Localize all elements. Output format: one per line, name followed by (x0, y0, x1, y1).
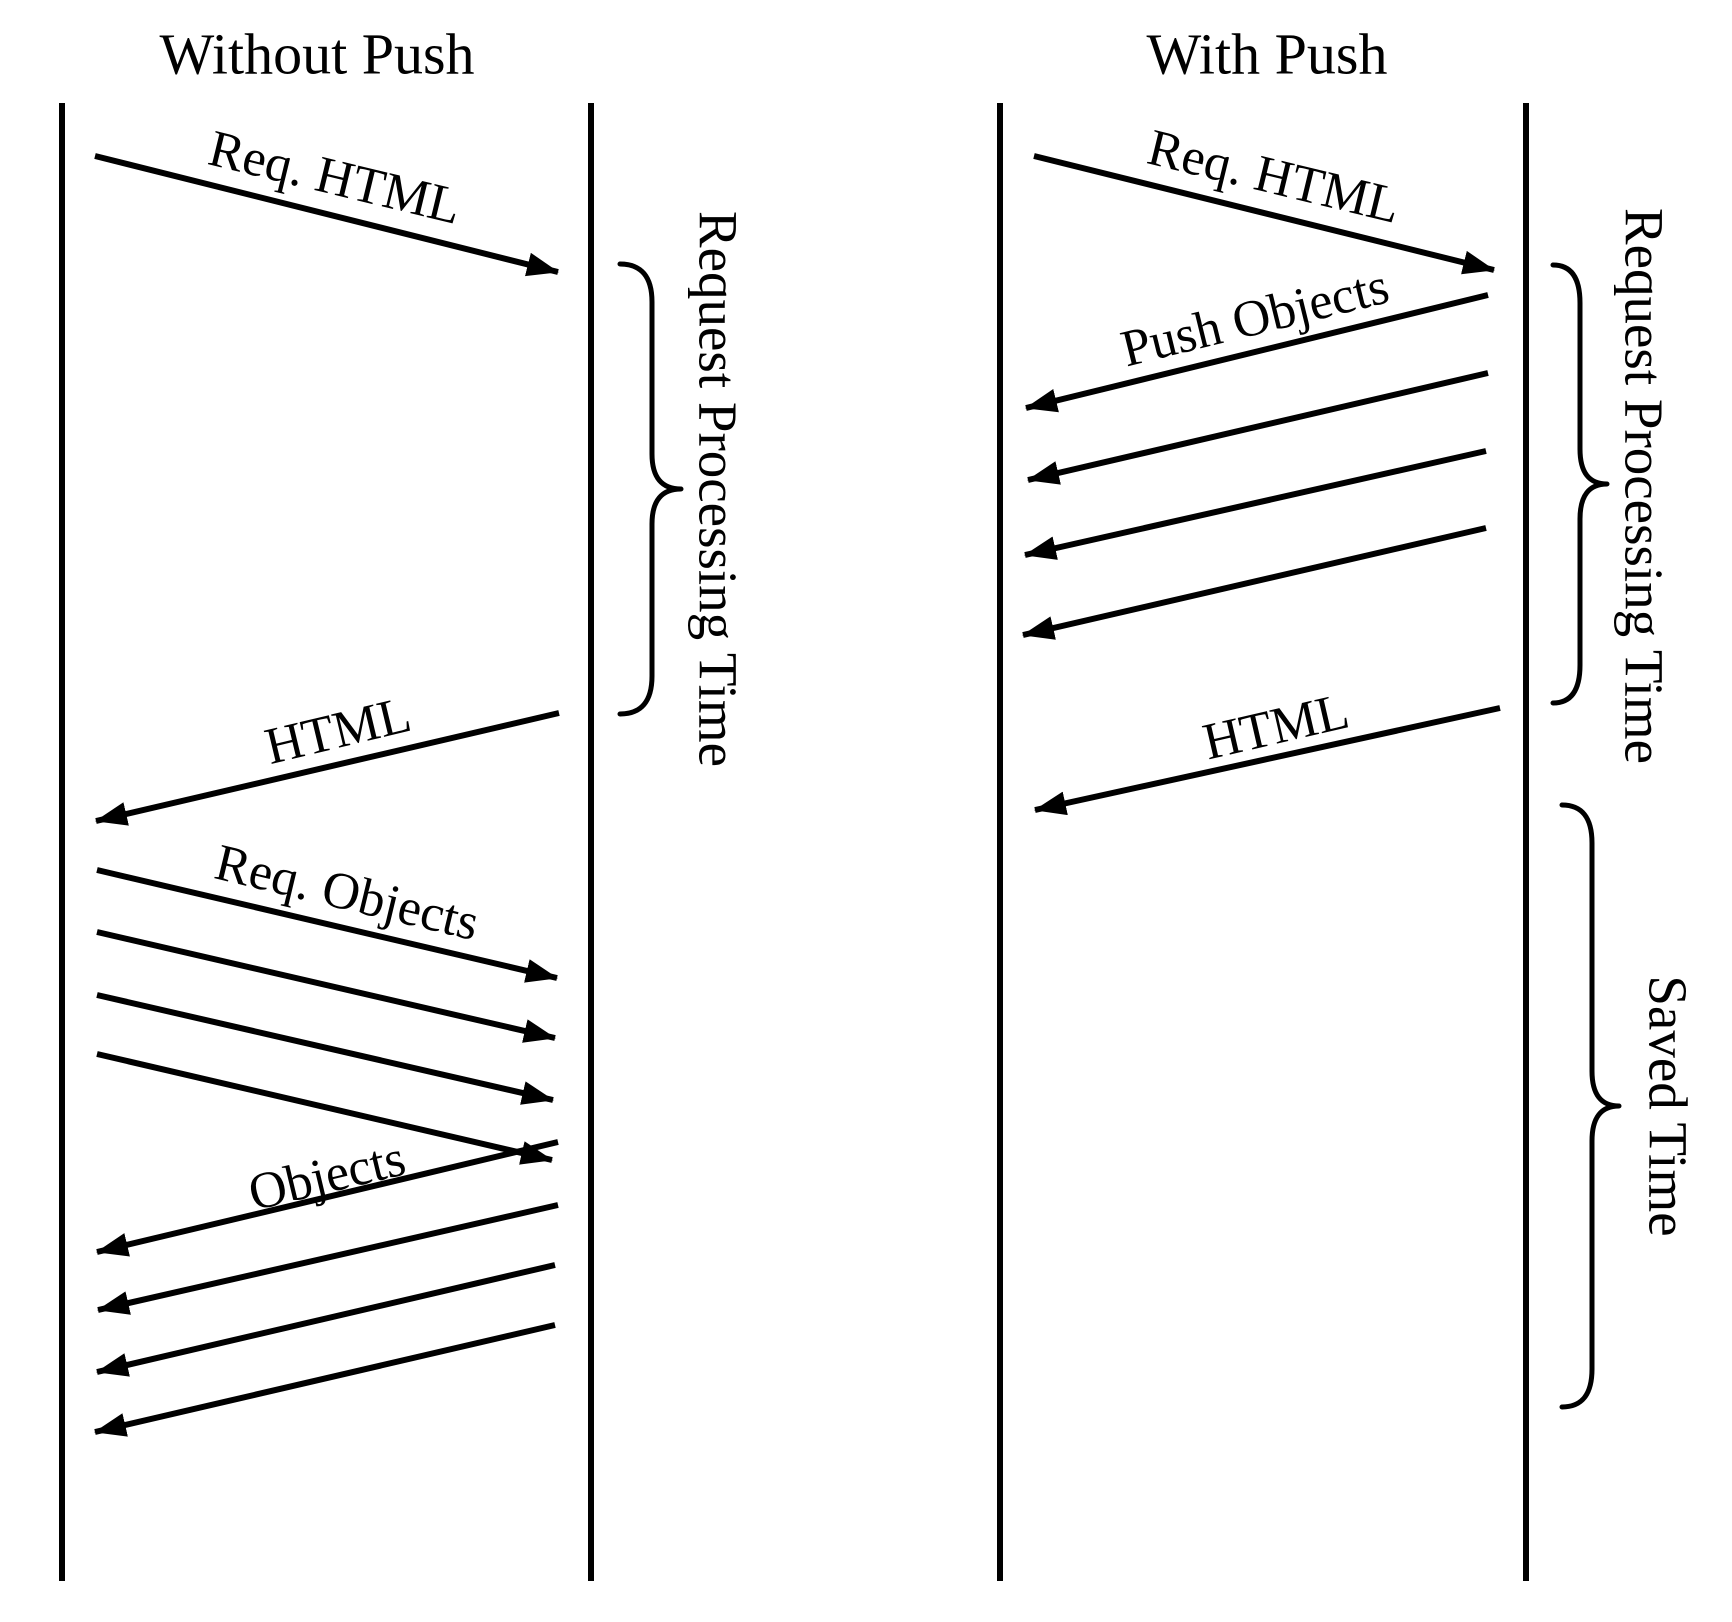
push-object-arrow-3 (1024, 448, 1487, 560)
left-request-processing-brace (617, 261, 684, 717)
left-req-object-arrow-1 (96, 867, 558, 983)
saved-time-label: Saved Time (1638, 975, 1699, 1236)
right-html-arrow (1034, 705, 1501, 816)
left-object-arrow-1 (96, 1139, 559, 1257)
right-req-html-arrow (1033, 153, 1495, 275)
right-request-processing-brace (1550, 262, 1610, 706)
left-panel-title: Without Push (159, 22, 474, 87)
right-request-processing-time-label: Request Processing Time (1614, 208, 1675, 764)
left-req-object-arrow-2 (96, 929, 556, 1043)
objects-label: Objects (243, 1130, 411, 1223)
push-objects-label: Push Objects (1116, 258, 1395, 378)
right-panel-title: With Push (1147, 22, 1388, 87)
left-object-arrow-3 (96, 1262, 556, 1377)
left-req-object-arrow-3 (96, 992, 554, 1105)
left-object-arrow-4 (94, 1322, 556, 1437)
saved-time-brace (1559, 802, 1622, 1410)
left-req-object-arrow-4 (96, 1051, 553, 1165)
push-object-arrow-2 (1027, 370, 1489, 485)
push-object-arrow-1 (1025, 292, 1489, 413)
left-request-processing-time-label: Request Processing Time (688, 211, 749, 767)
left-req-html-arrow (94, 153, 559, 277)
req-objects-label: Req. Objects (210, 834, 484, 952)
left-object-arrow-2 (97, 1202, 559, 1315)
left-html-arrow (95, 710, 560, 826)
push-object-arrow-4 (1022, 525, 1487, 640)
